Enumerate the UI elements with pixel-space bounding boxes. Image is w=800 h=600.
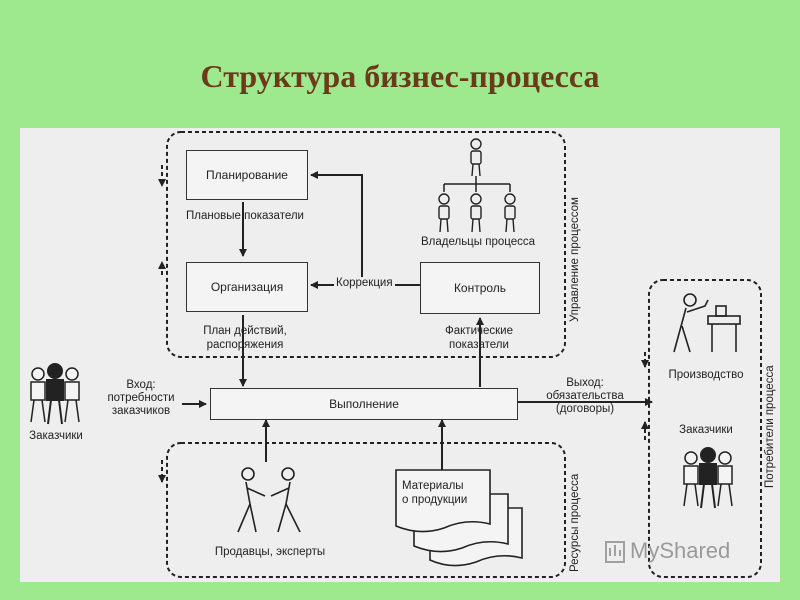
- owners-hierarchy-lines: [443, 176, 511, 192]
- organization-box: Организация: [186, 262, 308, 312]
- customers-right-people-icon: [683, 447, 733, 509]
- output-label-line2: обязательства: [546, 390, 624, 402]
- input-label-line2: потребности: [107, 392, 175, 404]
- actual-indicators-label-line1: Фактические: [445, 325, 513, 337]
- production-label: Производство: [668, 369, 744, 381]
- output-label-line3: (договоры): [555, 403, 615, 415]
- planning-box: Планирование: [186, 150, 308, 200]
- actual-indicators-label-line2: показатели: [449, 339, 509, 351]
- customers-right-label: Заказчики: [679, 424, 733, 436]
- process-management-vertical-label: Управление процессом: [569, 197, 581, 322]
- owner-person-icon-3: [504, 193, 516, 233]
- resources-group-border: [166, 442, 566, 578]
- process-owners-label: Владельцы процесса: [420, 236, 536, 248]
- owner-person-icon-2: [470, 193, 482, 233]
- materials-label-line2: о продукции: [402, 494, 468, 506]
- planned-indicators-label: Плановые показатели: [186, 210, 304, 222]
- management-group-border: [166, 131, 566, 358]
- input-label-line1: Вход:: [126, 379, 156, 391]
- correction-label: Коррекция: [334, 277, 395, 290]
- control-box: Контроль: [420, 262, 540, 314]
- action-plan-label-line2: распоряжения: [206, 339, 284, 351]
- action-plan-label-line1: План действий,: [203, 325, 287, 337]
- watermark-logo-icon: [605, 541, 625, 563]
- consumers-group-border: [648, 279, 762, 578]
- customers-left-label: Заказчики: [29, 430, 83, 442]
- process-consumers-vertical-label: Потребители процесса: [764, 365, 776, 488]
- watermark-text: MyShared: [630, 538, 731, 563]
- sellers-experts-icon: [237, 467, 301, 533]
- materials-label-line1: Материалы: [402, 480, 464, 492]
- production-worker-icon: [673, 293, 741, 353]
- input-label-line3: заказчиков: [111, 405, 171, 417]
- owner-person-icon-1: [438, 193, 450, 233]
- customers-left-people-icon: [30, 363, 80, 425]
- top-owner-person-icon: [470, 138, 482, 177]
- process-resources-vertical-label: Ресурсы процесса: [569, 473, 581, 572]
- sellers-experts-label: Продавцы, эксперты: [214, 546, 326, 558]
- execution-box: Выполнение: [210, 388, 518, 420]
- output-label-line1: Выход:: [566, 377, 604, 389]
- materials-documents-icon: [395, 469, 523, 567]
- slide-title: Структура бизнес-процесса: [200, 58, 600, 94]
